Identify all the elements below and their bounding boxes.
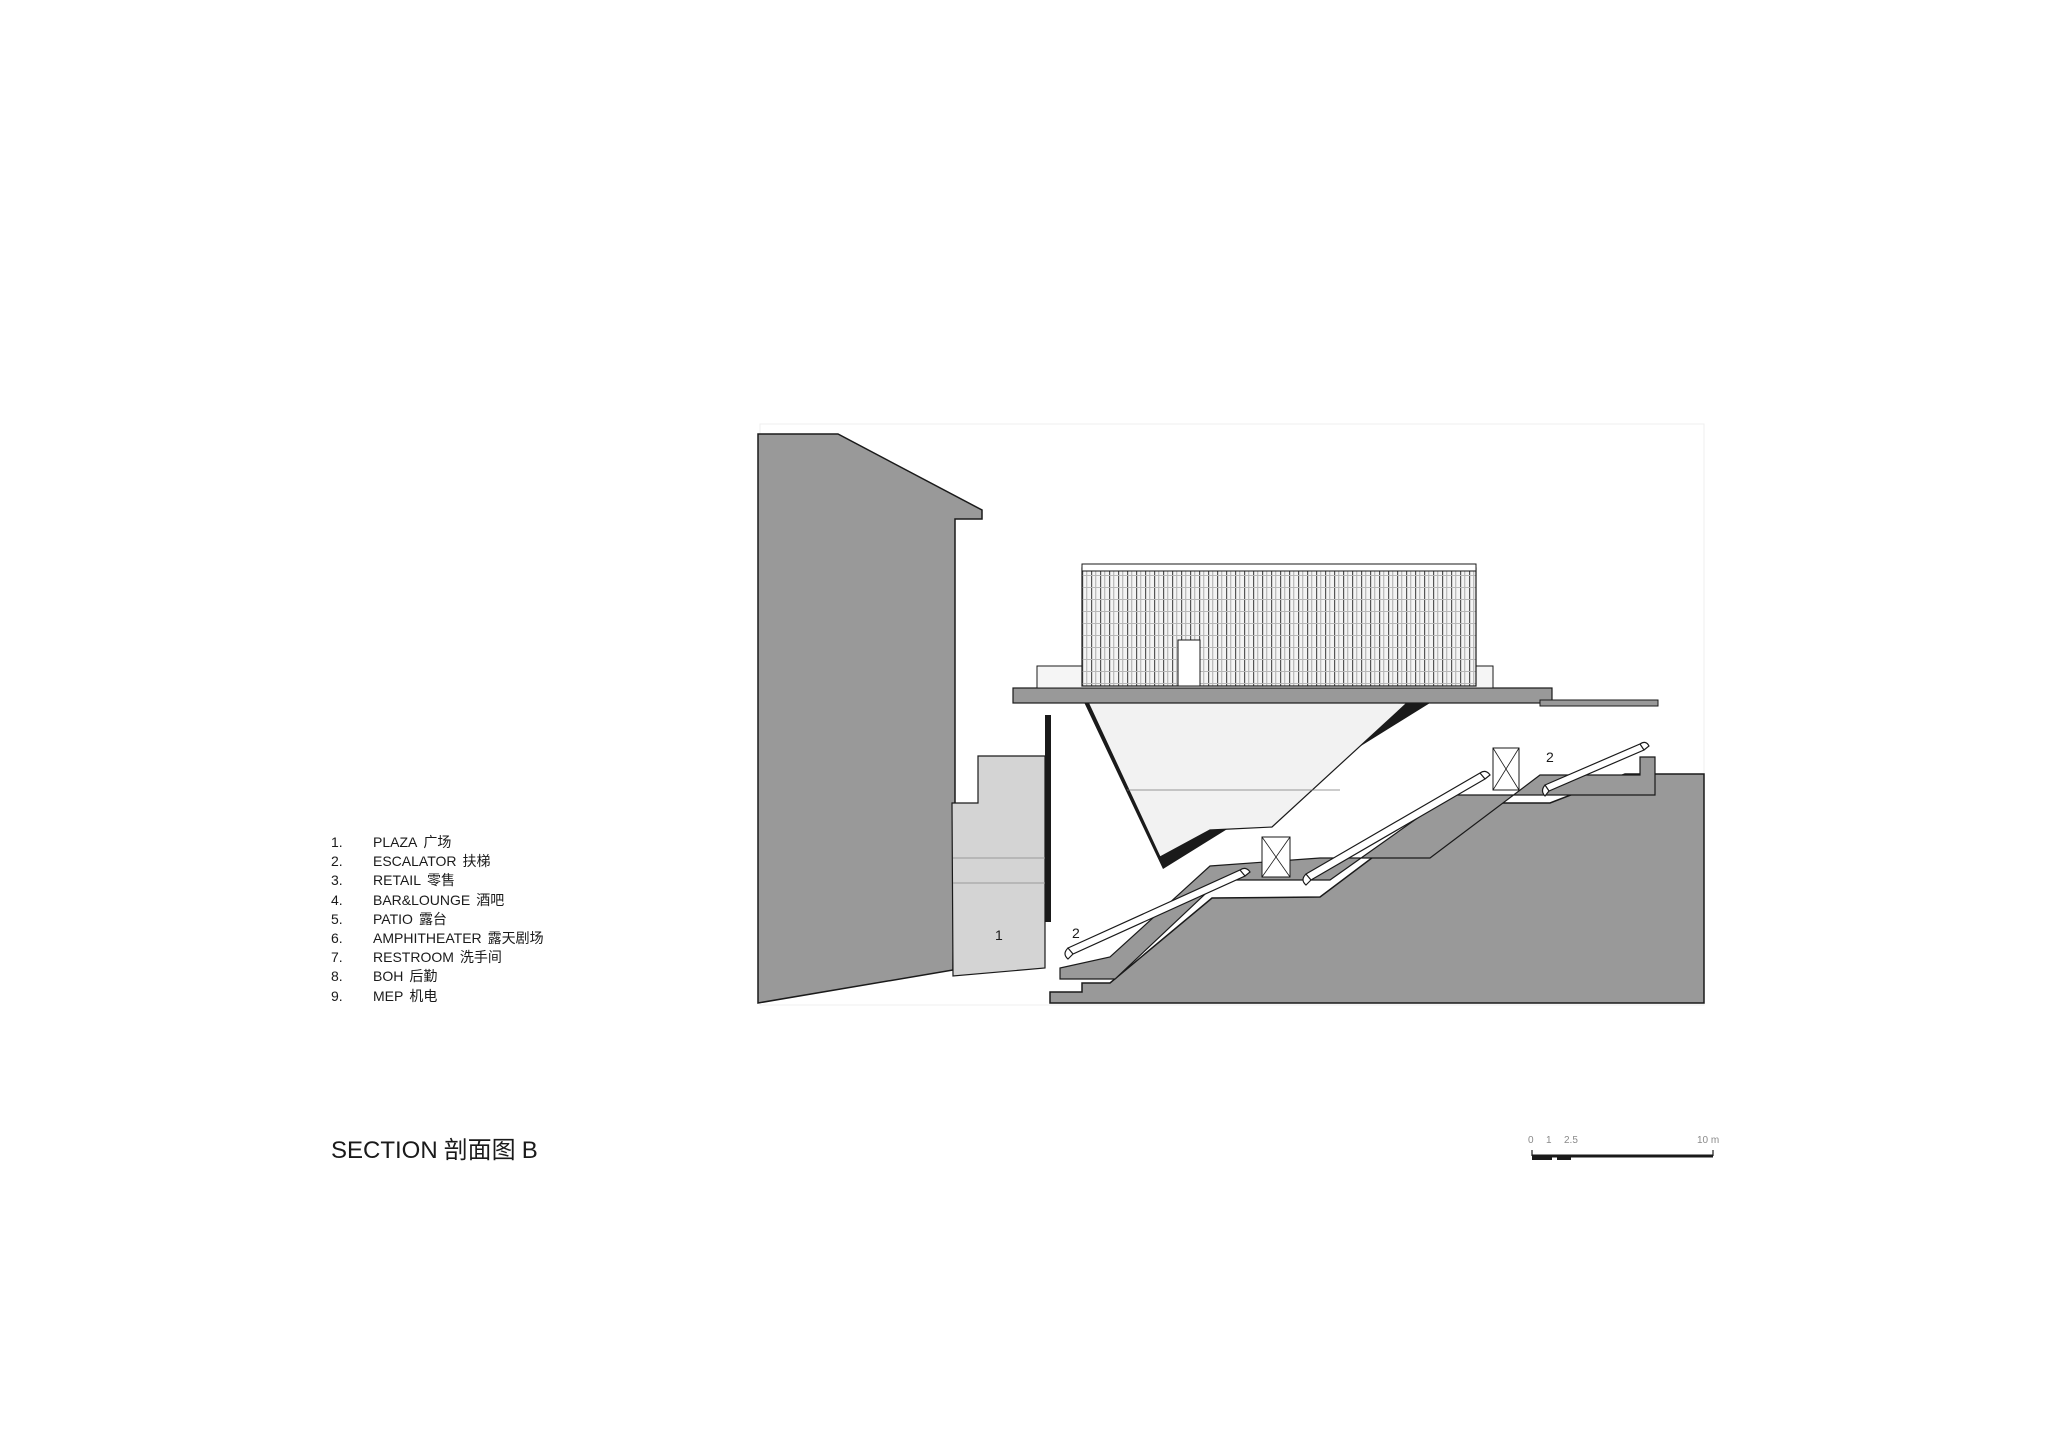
legend-label-en: RESTROOM	[373, 949, 454, 966]
legend-label-cn: 露台	[418, 910, 447, 927]
scale-label: 1	[1546, 1135, 1552, 1146]
legend-number: 1.	[331, 834, 343, 850]
stepped-slab-mid	[1059, 756, 1656, 980]
plaza-column	[1045, 715, 1051, 922]
legend-label-cn: 后勤	[409, 968, 438, 985]
building-entrance	[1177, 639, 1201, 687]
escalator-top	[1541, 741, 1650, 797]
title-suffix: B	[521, 1137, 538, 1164]
scale-label: 10 m	[1697, 1135, 1720, 1146]
existing-building-left	[757, 433, 983, 1004]
legend-label-cn: 零售	[426, 872, 455, 889]
escalator-upper	[1302, 770, 1491, 886]
elevator-shaft-lower	[1261, 836, 1291, 878]
legend-label-en: PLAZA	[373, 834, 418, 850]
legend-number: 8.	[331, 968, 343, 985]
legend-label-cn: 机电	[409, 987, 438, 1004]
legend-label-cn: 广场	[423, 834, 452, 850]
legend-label-cn: 洗手间	[459, 949, 502, 966]
scale-label: 0	[1528, 1135, 1534, 1146]
legend-label-en: PATIO	[373, 910, 413, 927]
legend-label-en: BAR&LOUNGE	[373, 891, 471, 908]
legend-number: 6.	[331, 929, 343, 946]
legend-label-en: BOH	[373, 968, 404, 985]
elevator-shaft-upper	[1492, 747, 1520, 791]
scale-bar	[1531, 1150, 1714, 1160]
legend-label-cn: 露天剧场	[487, 929, 544, 946]
legend-number: 9.	[331, 987, 343, 1004]
legend-label-cn: 扶梯	[462, 853, 491, 870]
room-tag-escalator-upper: 2	[1546, 749, 1554, 765]
bowl-structure	[1083, 700, 1430, 869]
building-crown	[1081, 563, 1477, 572]
legend-label-en: ESCALATOR	[373, 853, 457, 870]
legend-label-en: MEP	[373, 987, 404, 1004]
ground-mass	[1049, 773, 1705, 1004]
cylindrical-building	[1081, 567, 1477, 687]
roof-plaza-slab	[1012, 687, 1553, 704]
title-cn: 剖面图	[443, 1137, 516, 1164]
legend-number: 4.	[331, 891, 343, 908]
legend-number: 3.	[331, 872, 343, 889]
room-tag-plaza: 1	[995, 927, 1003, 943]
title-en: SECTION	[331, 1137, 438, 1164]
escalator-lower	[1064, 867, 1251, 960]
roof-edge	[1539, 699, 1659, 707]
legend-label-cn: 酒吧	[476, 891, 505, 908]
scale-label: 2.5	[1564, 1135, 1578, 1146]
legend-number: 2.	[331, 853, 343, 870]
legend-label-en: AMPHITHEATER	[373, 929, 482, 946]
room-tag-escalator-lower: 2	[1072, 925, 1080, 941]
legend-number: 5.	[331, 910, 343, 927]
legend-label-en: RETAIL	[373, 872, 421, 889]
legend-number: 7.	[331, 949, 343, 966]
